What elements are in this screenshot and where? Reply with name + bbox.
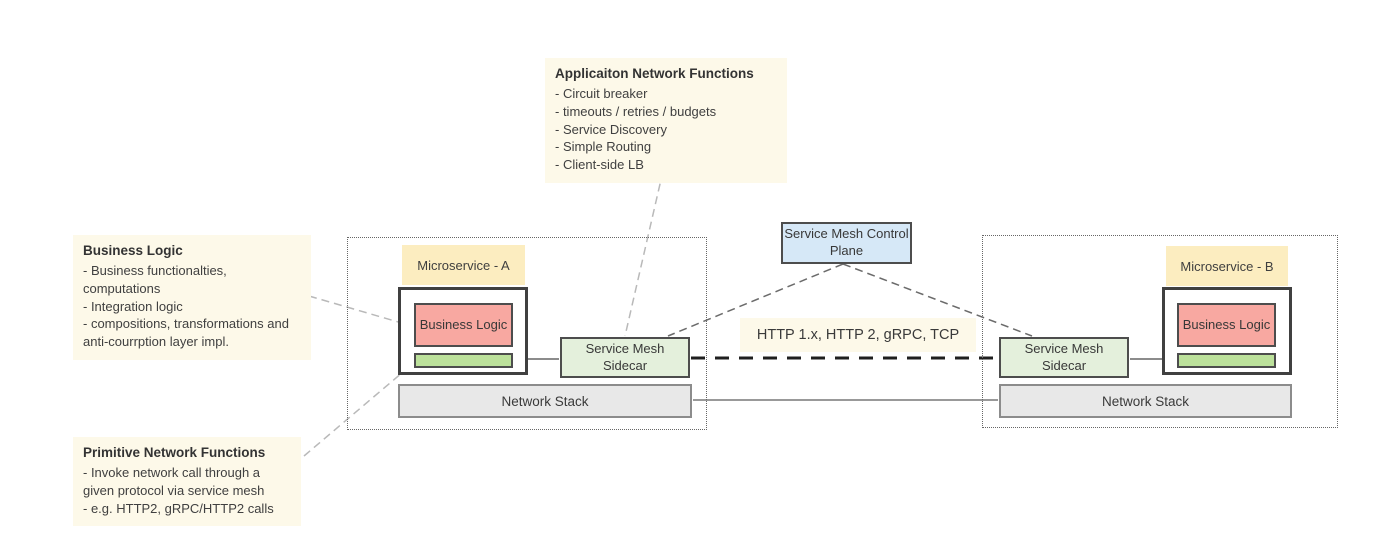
note-item: - Service Discovery	[555, 121, 667, 137]
note-application-network-functions: Applicaiton Network Functions - Circuit …	[545, 58, 787, 184]
microservice-a-boundary	[347, 237, 707, 430]
note-item: - Invoke network call through a given pr…	[83, 464, 265, 498]
note-title: Primitive Network Functions	[83, 445, 266, 460]
note-item: - timeouts / retries / budgets	[555, 103, 717, 119]
microservice-b-business-logic-box: Business Logic	[1177, 303, 1276, 347]
note-item: - Business functionalties, computations	[83, 262, 227, 296]
microservice-b-sidecar-box: Service Mesh Sidecar	[999, 337, 1129, 378]
microservice-a-label: Microservice - A	[402, 245, 525, 285]
note-items: - Circuit breaker - timeouts / retries /…	[555, 85, 777, 175]
note-item: - Integration logic	[83, 298, 183, 314]
connector-app-note-to-sidecar-a	[624, 170, 664, 337]
protocols-label: HTTP 1.x, HTTP 2, gRPC, TCP	[740, 318, 976, 352]
microservice-b-primitive-network-bar	[1177, 353, 1276, 368]
microservice-b-network-stack-box: Network Stack	[999, 384, 1292, 418]
note-title: Business Logic	[83, 243, 183, 258]
microservice-a-primitive-network-bar	[414, 353, 513, 368]
microservice-a-network-stack-box: Network Stack	[398, 384, 692, 418]
note-primitive-network-functions: Primitive Network Functions - Invoke net…	[73, 437, 301, 527]
note-items: - Invoke network call through a given pr…	[83, 464, 291, 518]
note-items: - Business functionalties, computations …	[83, 262, 301, 352]
connector-control-to-sidecar-a	[667, 263, 844, 337]
microservice-b-boundary	[982, 235, 1338, 428]
note-title: Applicaiton Network Functions	[555, 66, 754, 81]
connector-business-note-to-bizbox-a	[308, 295, 413, 327]
service-mesh-control-plane-box: Service Mesh Control Plane	[781, 222, 912, 264]
note-item: - Client-side LB	[555, 157, 644, 173]
note-business-logic: Business Logic - Business functionalties…	[73, 235, 311, 361]
connector-control-to-sidecar-b	[842, 263, 1033, 337]
microservice-a-business-logic-box: Business Logic	[414, 303, 513, 347]
note-item: - Circuit breaker	[555, 85, 648, 101]
microservice-b-label: Microservice - B	[1166, 246, 1288, 286]
microservice-a-sidecar-box: Service Mesh Sidecar	[560, 337, 690, 378]
note-item: - e.g. HTTP2, gRPC/HTTP2 calls	[83, 500, 274, 516]
note-item: - Simple Routing	[555, 139, 652, 155]
note-item: - compositions, transformations and anti…	[83, 316, 289, 350]
connector-primitive-note-to-bar-a	[303, 371, 404, 457]
